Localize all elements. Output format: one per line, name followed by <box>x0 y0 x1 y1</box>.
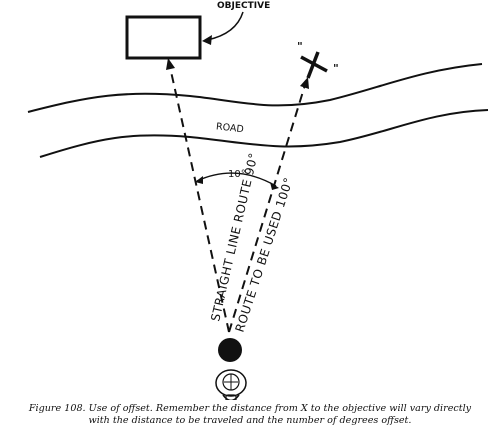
straight-line-route <box>169 66 230 333</box>
angle-arc-arrow-left <box>195 176 203 184</box>
road-label: ROAD <box>215 121 244 135</box>
straight-route-arrowhead <box>166 58 175 70</box>
soldier-icon <box>215 338 247 400</box>
angle-arc <box>196 172 277 187</box>
route-to-be-used <box>228 84 306 333</box>
objective-box <box>125 15 202 60</box>
offset-diagram: OBJECTIVE ROAD " " 10° STRAIGHT LINE ROU… <box>27 1 489 400</box>
caption-line-1: Figure 108. Use of offset. Remember the … <box>28 403 472 414</box>
objective-pointer-arrow <box>206 11 244 41</box>
x-marker-quote-right: " <box>333 62 339 75</box>
objective-pointer-arrowhead <box>202 35 212 45</box>
road-edge-top <box>27 63 483 113</box>
offset-route-arrowhead <box>300 77 309 89</box>
angle-label: 10° <box>228 169 246 180</box>
figure-caption: Figure 108. Use of offset. Remember the … <box>0 403 500 427</box>
angle-arc-arrow-right <box>270 182 279 190</box>
objective-label: OBJECTIVE <box>217 1 270 11</box>
x-marker <box>300 51 328 79</box>
road-edge-bottom <box>39 109 489 158</box>
x-marker-label: " <box>297 40 303 53</box>
caption-line-2: with the distance to be traveled and the… <box>88 415 412 426</box>
